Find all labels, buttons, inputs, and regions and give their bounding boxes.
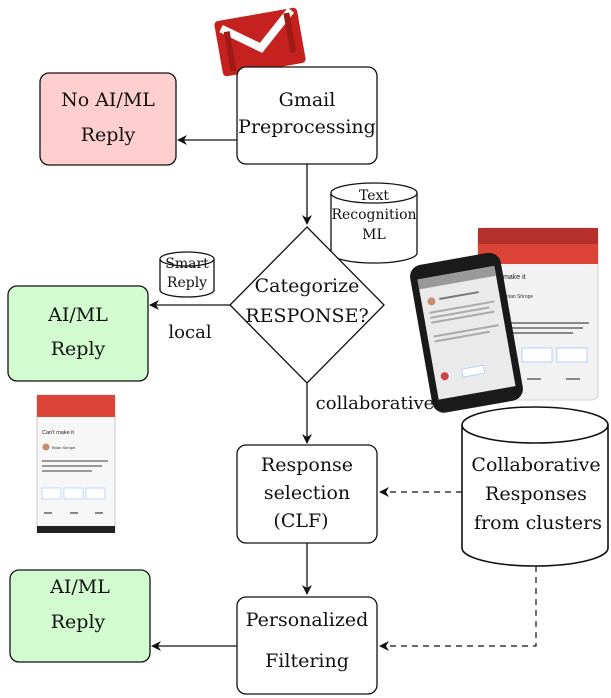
- response-selection-line1: Response: [261, 454, 353, 476]
- categorize-decision-node: Categorize RESPONSE?: [229, 226, 385, 384]
- personalized-filtering-node: Personalized Filtering: [236, 596, 378, 695]
- phone-small-subject: Can't make it: [42, 430, 74, 436]
- personalized-line1: Personalized: [246, 609, 369, 631]
- personalized-line2: Filtering: [265, 650, 349, 672]
- response-selection-node: Response selection (CLF): [236, 444, 378, 544]
- ai-ml-reply-collab-line2: Reply: [51, 611, 106, 633]
- gmail-preprocessing-node: Gmail Preprocessing: [236, 66, 378, 165]
- phone-right-subject: Can't make it: [485, 274, 526, 281]
- collaborative-responses-db: Collaborative Responses from clusters: [461, 406, 609, 567]
- text-recognition-line2: Recognition: [331, 207, 416, 223]
- edge-label-collaborative: collaborative: [316, 393, 435, 414]
- arrow-collab-to-filtering: [379, 566, 537, 651]
- no-ai-reply-line2: Reply: [81, 124, 136, 146]
- response-selection-line3: (CLF): [273, 510, 328, 532]
- text-recognition-line1: Text: [359, 188, 389, 204]
- collab-line3: from clusters: [474, 512, 602, 534]
- edge-label-local: local: [168, 322, 211, 343]
- phone-mockup-right: Can't make it Brian Shrope: [410, 227, 599, 413]
- ai-ml-reply-local-line1: AI/ML: [47, 304, 108, 326]
- ai-ml-reply-node-collaborative: AI/ML Reply: [9, 569, 151, 663]
- ai-ml-reply-node-local: AI/ML Reply: [7, 285, 149, 382]
- phone-right-sender: Brian Shrope: [504, 294, 533, 300]
- no-ai-reply-line1: No AI/ML: [61, 89, 155, 111]
- gmail-preprocessing-line1: Gmail: [279, 89, 336, 111]
- text-recognition-line3: ML: [362, 227, 386, 243]
- collab-line1: Collaborative: [471, 454, 600, 476]
- smart-reply-line1: Smart: [165, 256, 209, 272]
- categorize-line1: Categorize: [255, 275, 360, 297]
- phone-small-sender: Brian Shrope: [52, 445, 76, 450]
- phone-screenshot-small: Can't make it Brian Shrope: [36, 394, 116, 533]
- smart-reply-db: Smart Reply: [159, 251, 215, 298]
- smart-reply-line2: Reply: [167, 275, 207, 291]
- collab-line2: Responses: [485, 483, 587, 505]
- response-selection-line2: selection: [264, 482, 350, 504]
- no-ai-reply-node: No AI/ML Reply: [39, 72, 177, 166]
- ai-ml-reply-collab-line1: AI/ML: [49, 576, 110, 598]
- gmail-preprocessing-line2: Preprocessing: [238, 116, 376, 138]
- text-recognition-ml-db: Text Recognition ML: [330, 182, 418, 264]
- categorize-line2: RESPONSE?: [245, 305, 368, 327]
- ai-ml-reply-local-line2: Reply: [51, 338, 106, 360]
- gmail-logo-icon: [214, 7, 306, 77]
